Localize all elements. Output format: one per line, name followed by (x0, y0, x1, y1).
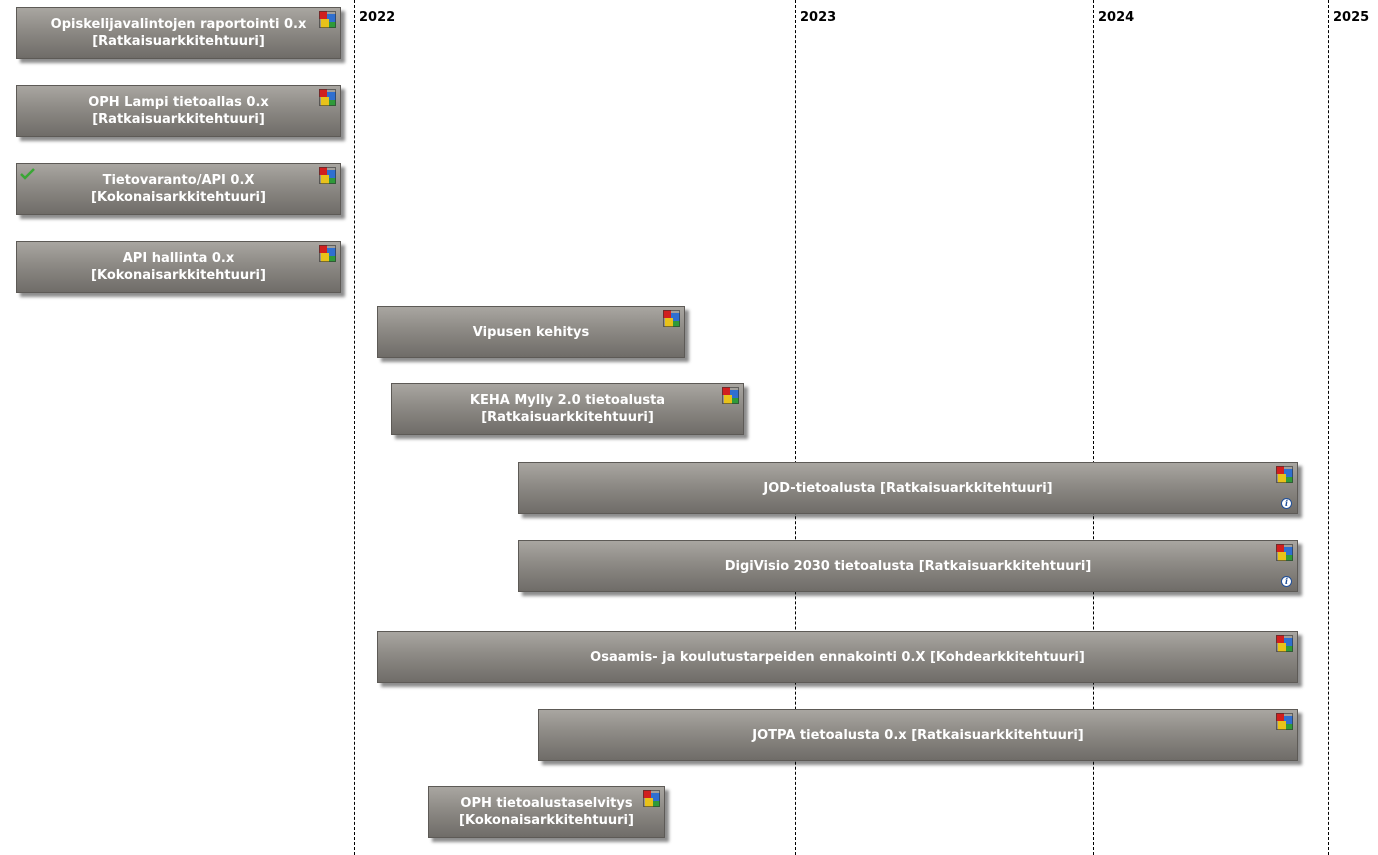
puzzle-icon[interactable] (1276, 544, 1293, 561)
task-bar[interactable]: Opiskelijavalintojen raportointi 0.x [Rat… (16, 7, 341, 59)
task-label: API hallinta 0.x (122, 251, 235, 266)
task-bar[interactable]: OPH tietoalustaselvitys [Kokonaisarkkiteh… (428, 786, 665, 838)
task-label: OPH tietoalustaselvitys (460, 796, 633, 811)
puzzle-icon[interactable] (643, 790, 660, 807)
puzzle-icon[interactable] (1276, 635, 1293, 652)
puzzle-icon[interactable] (1276, 466, 1293, 483)
year-label-2024: 2024 (1098, 10, 1135, 25)
checkmark-icon (20, 168, 35, 180)
year-label-2023: 2023 (800, 10, 837, 25)
task-label: [Ratkaisuarkkitehtuuri] (92, 112, 265, 127)
task-bar[interactable]: OPH Lampi tietoallas 0.x [Ratkaisuarkkite… (16, 85, 341, 137)
puzzle-icon[interactable] (722, 387, 739, 404)
puzzle-icon[interactable] (319, 245, 336, 262)
task-bar[interactable]: Vipusen kehitys (377, 306, 685, 358)
task-bar[interactable]: API hallinta 0.x [Kokonaisarkkitehtuuri] (16, 241, 341, 293)
info-icon[interactable]: i (1281, 576, 1292, 587)
task-label: OPH Lampi tietoallas 0.x (88, 95, 269, 110)
info-icon[interactable]: i (1281, 498, 1292, 509)
year-gridline-2022 (354, 0, 355, 855)
task-label: JOD-tietoalusta [Ratkaisuarkkitehtuuri] (763, 480, 1053, 496)
task-bar[interactable]: JOD-tietoalusta [Ratkaisuarkkitehtuuri] i (518, 462, 1298, 514)
year-gridline-2023 (795, 0, 796, 855)
year-label-2025: 2025 (1333, 10, 1370, 25)
task-label: Osaamis- ja koulutustarpeiden ennakointi… (590, 649, 1085, 665)
task-bar[interactable]: DigiVisio 2030 tietoalusta [Ratkaisuarkk… (518, 540, 1298, 592)
task-label: JOTPA tietoalusta 0.x [Ratkaisuarkkiteht… (752, 727, 1084, 743)
task-bar[interactable]: JOTPA tietoalusta 0.x [Ratkaisuarkkiteht… (538, 709, 1298, 761)
puzzle-icon[interactable] (319, 167, 336, 184)
task-label: [Ratkaisuarkkitehtuuri] (92, 34, 265, 49)
task-label: KEHA Mylly 2.0 tietoalusta (469, 393, 666, 408)
task-label: [Ratkaisuarkkitehtuuri] (481, 410, 654, 425)
task-label: [Kokonaisarkkitehtuuri] (91, 190, 266, 205)
task-bar[interactable]: Osaamis- ja koulutustarpeiden ennakointi… (377, 631, 1298, 683)
task-bar[interactable]: KEHA Mylly 2.0 tietoalusta [Ratkaisuarkki… (391, 383, 744, 435)
puzzle-icon[interactable] (1276, 713, 1293, 730)
year-label-2022: 2022 (359, 10, 396, 25)
task-label: Tietovaranto/API 0.X (102, 173, 255, 188)
puzzle-icon[interactable] (319, 89, 336, 106)
year-gridline-2025 (1328, 0, 1329, 855)
task-bar[interactable]: Tietovaranto/API 0.X [Kokonaisarkkitehtuu… (16, 163, 341, 215)
task-label: Vipusen kehitys (472, 324, 590, 340)
task-label: [Kokonaisarkkitehtuuri] (459, 813, 634, 828)
puzzle-icon[interactable] (663, 310, 680, 327)
year-gridline-2024 (1093, 0, 1094, 855)
task-label: Opiskelijavalintojen raportointi 0.x (50, 17, 307, 32)
puzzle-icon[interactable] (319, 11, 336, 28)
task-label: DigiVisio 2030 tietoalusta [Ratkaisuarkk… (724, 558, 1092, 574)
task-label: [Kokonaisarkkitehtuuri] (91, 268, 266, 283)
